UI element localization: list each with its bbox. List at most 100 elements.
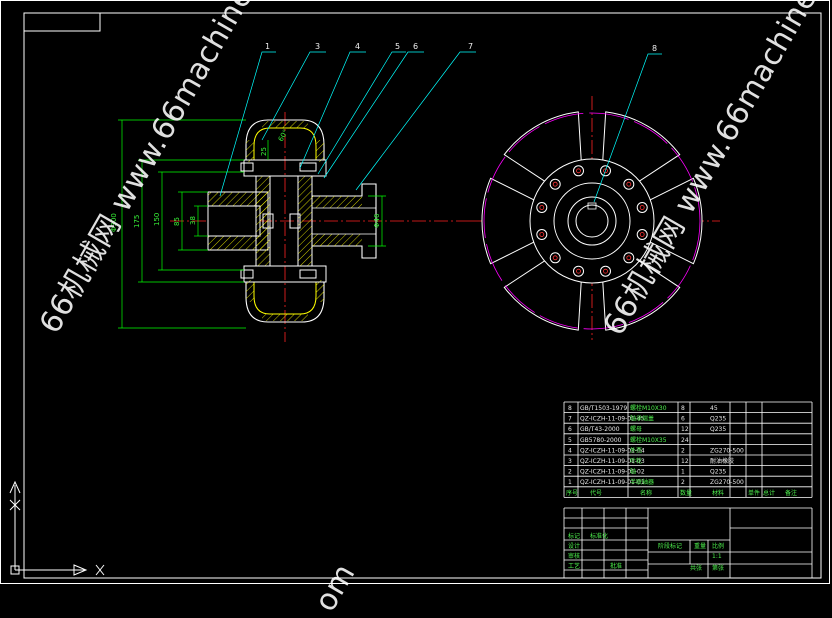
bom-cell-no: 8 xyxy=(568,405,572,412)
ucs-icon xyxy=(9,480,105,576)
bolt-hole xyxy=(576,268,581,274)
bom-cell-code: QZ-ICZH-11-09-01-02 xyxy=(580,469,645,476)
dim-shaft-diameter: Φ46 xyxy=(373,213,381,228)
leader-label-8: 8 xyxy=(652,44,657,53)
bom-cell-code: QZ-ICZH-11-09-01-01 xyxy=(580,479,645,486)
bolt-hole xyxy=(639,205,645,210)
bom-header-code: 代号 xyxy=(590,489,602,497)
end-view: 8 xyxy=(470,44,720,340)
bom-cell-qty: 24 xyxy=(681,437,689,444)
flange-bolt xyxy=(573,165,584,177)
shell-hatch-top-arc xyxy=(262,121,308,128)
bolt-hole xyxy=(539,205,545,210)
shell-hatch-bottom-arc xyxy=(262,314,308,321)
bolts-section xyxy=(240,162,317,279)
tb-weight: 重量 xyxy=(694,542,706,550)
tb-process: 工艺 xyxy=(568,562,580,570)
hub-bore xyxy=(575,204,609,238)
leader-label-3: 3 xyxy=(315,42,320,51)
hub-outer xyxy=(529,158,655,284)
impeller-blade xyxy=(503,260,582,331)
flange-bolt xyxy=(536,202,548,213)
bolt-hole xyxy=(639,232,645,237)
bom-cell-material: ZG270-500 xyxy=(710,479,744,486)
bom-header-material: 材料 xyxy=(712,489,724,497)
bom-cell-qty: 6 xyxy=(681,416,685,423)
bom-cell-material: 耐油橡胶 xyxy=(710,457,734,465)
dim-angle: 60° xyxy=(277,128,290,143)
bom-cell-name: 螺栓M10X30 xyxy=(630,404,667,412)
bom-cell-material: Q235 xyxy=(710,416,726,423)
leader-label-7: 7 xyxy=(468,42,473,51)
corner-box xyxy=(23,12,101,32)
flange-bolt xyxy=(636,202,648,213)
bom-cell-material: Q235 xyxy=(710,426,726,433)
bom-header-no: 序号 xyxy=(566,489,578,497)
title-block: 设计 标准化 审核 工艺 批准 阶段标记 重量 比例 1:1 共张 第张 标记 xyxy=(563,507,813,579)
flange-bolt xyxy=(623,252,635,264)
shell-hatch-bottom-left xyxy=(246,280,254,302)
bom-cell-material: ZG270-500 xyxy=(710,447,744,454)
flange-bottom xyxy=(243,265,327,283)
tb-mark: 标记 xyxy=(568,532,580,540)
bom-cell-no: 2 xyxy=(568,469,572,476)
bolt xyxy=(262,213,274,229)
impeller-blade xyxy=(481,177,535,265)
right-shaft-hatch xyxy=(312,196,362,208)
bom-cell-qty: 1 xyxy=(681,469,685,476)
leader-label-4: 4 xyxy=(355,42,360,51)
flange-bolt xyxy=(636,229,648,240)
bolt-hole xyxy=(552,181,558,187)
bom-cell-no: 1 xyxy=(568,479,572,486)
bolt-hole xyxy=(576,168,581,174)
dim-r25: 25 xyxy=(260,147,268,156)
bom-cell-name: 半联轴器 xyxy=(630,478,654,486)
tb-scale-value: 1:1 xyxy=(712,553,722,560)
tb-design: 设计 xyxy=(568,542,580,550)
bom-cell-no: 6 xyxy=(568,426,572,433)
bom-cell-code: GB/T1503-1979 xyxy=(580,405,627,412)
impeller-blade xyxy=(602,260,681,331)
right-disc xyxy=(297,175,313,267)
bom-header-qty: 数量 xyxy=(680,489,692,497)
bolts-end-view xyxy=(536,165,648,277)
bom-cell-code: QZ-ICZH-11-09-01-03 xyxy=(580,458,645,465)
flange-top xyxy=(243,159,327,177)
flange-bolt xyxy=(623,178,635,190)
bom-header-w1: 单件 xyxy=(748,489,760,497)
flange-bolt xyxy=(549,178,561,190)
bom-header-w2: 总计 xyxy=(763,489,775,497)
bom-cell-name: 螺栓M10X35 xyxy=(630,436,667,444)
cad-drawing: Φ300 175 150 85 38 Φ46 25 60° 1 3 4 5 6 … xyxy=(0,0,830,584)
bom-cell-material: 45 xyxy=(710,405,718,412)
bolt-hole xyxy=(626,255,632,261)
left-hub-bore xyxy=(207,205,261,237)
bolt xyxy=(240,162,254,172)
bom-cell-code: QZ-ICZH-11-09-01-04 xyxy=(580,447,645,454)
tb-standard: 标准化 xyxy=(590,532,608,540)
bom-cell-qty: 8 xyxy=(681,405,685,412)
shell-hatch-top-left xyxy=(246,140,254,162)
tb-audit: 审核 xyxy=(568,552,580,560)
bom-cell-no: 7 xyxy=(568,416,572,423)
shell-outer xyxy=(245,119,325,323)
dimension-lines xyxy=(118,119,386,329)
leader-8 xyxy=(593,53,662,203)
shell-hatch-bottom-right xyxy=(316,280,324,302)
bolt-hole xyxy=(603,268,608,274)
pitch-circle xyxy=(483,112,701,330)
leader-label-6: 6 xyxy=(413,42,418,51)
sheet-border-inner xyxy=(23,12,822,579)
bom-cell-name: 轴 xyxy=(630,468,636,476)
impeller-blade xyxy=(503,111,582,182)
tb-sheet-no: 第张 xyxy=(712,564,724,572)
bom-cell-no: 5 xyxy=(568,437,572,444)
bolt-hole xyxy=(552,255,558,261)
bom-cell-name: 叶轮 xyxy=(630,457,642,465)
tb-approve: 批准 xyxy=(610,562,622,570)
bolt-hole xyxy=(539,232,545,237)
hub-inner xyxy=(567,196,617,246)
flange-bolt xyxy=(536,229,548,240)
bom-cell-name: 外壳 xyxy=(630,446,642,454)
impeller-blades xyxy=(481,111,703,331)
